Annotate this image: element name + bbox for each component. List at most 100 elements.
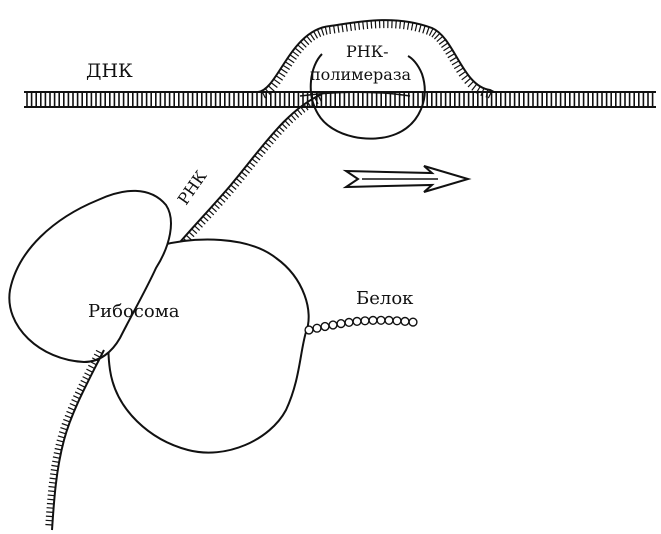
bubble-base xyxy=(415,24,417,32)
mrna-tail-base xyxy=(67,411,73,414)
mrna-base xyxy=(211,207,216,212)
amino-acid-bead xyxy=(377,316,385,324)
bubble-base xyxy=(288,58,295,63)
mrna-base xyxy=(276,130,281,135)
mrna-tail-base xyxy=(86,369,92,372)
mrna-base xyxy=(265,143,270,147)
bubble-base xyxy=(432,31,437,37)
mrna-base xyxy=(223,195,228,200)
mrna-tail-base xyxy=(60,428,67,430)
polymerase-label-line1: РНК- xyxy=(346,42,389,61)
bubble-base xyxy=(330,26,331,34)
amino-acid-bead xyxy=(329,321,337,329)
bubble-base xyxy=(359,22,360,30)
amino-acid-bead xyxy=(385,317,393,325)
mrna-base xyxy=(297,110,302,115)
amino-acid-bead xyxy=(369,317,377,325)
bubble-base xyxy=(342,24,343,32)
mrna-tail-base xyxy=(70,404,76,407)
bubble-base xyxy=(290,55,297,60)
bubble-base xyxy=(472,84,477,90)
mrna-base xyxy=(255,156,261,160)
mrna-tail-base xyxy=(81,380,87,383)
mrna-tail-base xyxy=(46,520,53,521)
dna-strand xyxy=(24,92,656,107)
bubble-base xyxy=(429,29,433,36)
bubble-base xyxy=(444,46,451,50)
bubble-base xyxy=(317,29,320,36)
mrna-tail-base xyxy=(68,407,75,410)
dna-label: ДНК xyxy=(86,60,133,82)
mrna-tail-base xyxy=(49,482,56,483)
bubble-base xyxy=(346,24,347,32)
mrna-base xyxy=(186,235,191,240)
bubble-base xyxy=(371,21,372,29)
amino-acid-bead xyxy=(353,318,361,326)
mrna-base xyxy=(203,216,208,221)
bubble-base xyxy=(283,65,290,69)
mrna-tail-base xyxy=(62,424,69,426)
amino-acid-bead xyxy=(313,324,321,332)
mrna-tail-base xyxy=(79,384,85,387)
bubble-base xyxy=(325,27,327,35)
mrna-base xyxy=(234,182,239,186)
mrna-tail-base xyxy=(47,508,54,509)
mrna-tail-base xyxy=(50,478,57,479)
mrna-base xyxy=(189,232,194,237)
bubble-base xyxy=(454,65,461,69)
bubble-base xyxy=(281,69,288,73)
mrna-tail-base xyxy=(75,392,81,395)
bubble-base xyxy=(295,48,301,53)
bubble-base xyxy=(457,68,464,72)
mrna-tail-base xyxy=(46,512,53,513)
bubble-base xyxy=(411,23,413,31)
mrna-tail-base xyxy=(53,457,60,458)
mrna-base xyxy=(249,162,254,166)
mrna-base xyxy=(214,204,219,209)
mrna-base xyxy=(242,172,247,176)
mrna-base xyxy=(195,226,200,231)
bubble-base xyxy=(268,86,274,91)
amino-acid-bead xyxy=(401,318,409,326)
bubble-base xyxy=(354,22,355,30)
bubble-base xyxy=(404,21,405,29)
amino-acid-bead xyxy=(393,317,401,325)
protein-label: Белок xyxy=(356,288,414,309)
rna-label: РНК xyxy=(174,166,211,208)
bubble-base xyxy=(452,61,459,65)
mrna-tail-base xyxy=(73,396,79,399)
bubble-base xyxy=(278,72,285,76)
mrna-tail-base xyxy=(49,487,56,488)
mrna-tail-base xyxy=(58,436,65,438)
amino-acid-bead xyxy=(321,323,329,331)
bubble-base xyxy=(408,22,409,30)
bubble-base xyxy=(363,21,364,29)
mrna-base xyxy=(206,213,211,218)
mrna-base xyxy=(291,115,296,120)
bubble-base xyxy=(434,33,440,39)
mrna-tail-base xyxy=(46,516,53,517)
mrna-base xyxy=(192,229,197,234)
mrna-base xyxy=(200,220,205,225)
bubble-base xyxy=(462,75,468,80)
mrna-tail-base xyxy=(85,373,91,376)
mrna-tail-base xyxy=(90,362,96,365)
mrna-base xyxy=(220,198,225,203)
bubble-base xyxy=(396,20,397,28)
bubble-base xyxy=(419,25,421,33)
bubble-base xyxy=(301,42,307,48)
mrna-tail-base xyxy=(45,525,52,526)
amino-acid-bead xyxy=(305,326,313,334)
mrna-base xyxy=(244,169,250,173)
polymerase-label-line2: полимераза xyxy=(310,65,412,84)
mrna-base xyxy=(239,175,244,179)
mrna-base xyxy=(263,146,268,150)
mrna-tail-base xyxy=(47,504,54,505)
amino-acid-bead xyxy=(361,317,369,325)
mrna-tail-base xyxy=(52,461,59,462)
mrna-tail-base xyxy=(56,444,63,446)
mrna-base xyxy=(231,185,236,190)
mrna-tail-base xyxy=(65,415,72,418)
amino-acid-bead xyxy=(337,320,345,328)
